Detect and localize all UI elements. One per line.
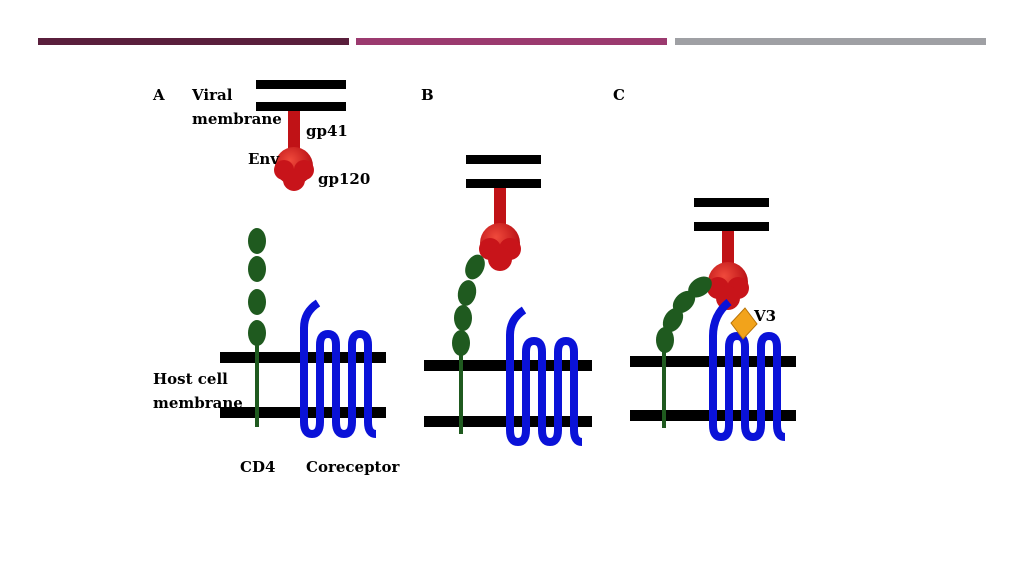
- header-bar-2: [356, 38, 667, 45]
- panel-b: B: [421, 86, 592, 446]
- gp41-label: gp41: [306, 122, 348, 140]
- viral-membrane-inner: [256, 102, 346, 111]
- host-cell-label: Host cell: [153, 370, 228, 388]
- viral-membrane-outer: [256, 80, 346, 89]
- v3-label: V3: [753, 307, 776, 325]
- cd4-receptor-a: [248, 228, 266, 427]
- viral-membrane-inner-b: [466, 179, 541, 188]
- env-spike-c: [707, 231, 749, 310]
- panel-a-letter: A: [152, 86, 165, 104]
- cd4-receptor-c: [656, 276, 712, 428]
- coreceptor-b: [506, 306, 583, 446]
- coreceptor-label: Coreceptor: [306, 458, 400, 476]
- panel-b-letter: B: [421, 86, 434, 104]
- header-bar-3: [675, 38, 986, 45]
- coreceptor-a: [300, 299, 377, 438]
- header-bar-1: [38, 38, 349, 45]
- v3-loop: [730, 307, 758, 340]
- panel-c: C V3: [613, 86, 796, 441]
- viral-label: Viral: [191, 86, 233, 104]
- gp41-stalk: [288, 111, 300, 151]
- host-membrane-label: membrane: [153, 394, 243, 412]
- cd4-receptor-b: [452, 254, 485, 434]
- env-label: Env: [248, 150, 280, 168]
- viral-membrane-outer-c: [694, 198, 769, 207]
- env-spike-b: [479, 188, 521, 271]
- viral-membrane-outer-b: [466, 155, 541, 164]
- env-spike-a: [274, 111, 314, 191]
- viral-membrane-inner-c: [694, 222, 769, 231]
- panel-c-letter: C: [613, 86, 625, 104]
- panel-a: A Viral membrane gp41 Env gp120 Host cel…: [152, 80, 400, 476]
- viral-membrane-label: membrane: [192, 110, 282, 128]
- gp120-label: gp120: [318, 170, 370, 188]
- coreceptor-c: [709, 298, 786, 441]
- cd4-label: CD4: [240, 458, 275, 476]
